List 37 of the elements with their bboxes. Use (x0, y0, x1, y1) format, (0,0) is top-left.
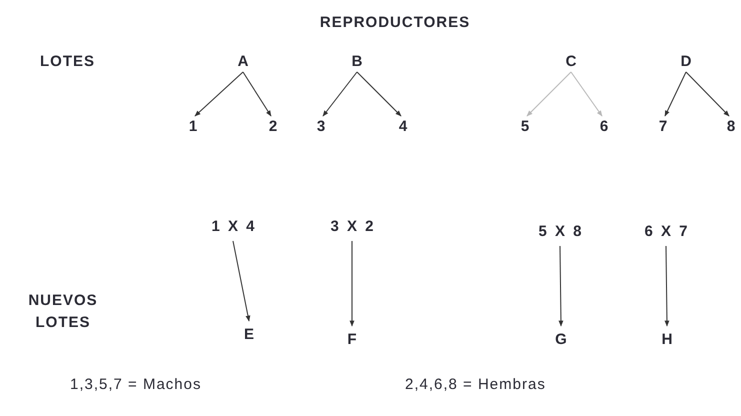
lot-label: 2 (268, 119, 278, 135)
arrow (664, 72, 686, 117)
section-heading: LOTES (40, 53, 96, 71)
legend-note: 2,4,6,8 = Hembras (405, 376, 546, 394)
arrow (686, 72, 730, 116)
lot-label: 3 (316, 119, 326, 135)
arrow (558, 246, 564, 327)
arrow (570, 72, 602, 116)
lot-label: F (347, 332, 357, 348)
lot-label: D (680, 54, 692, 70)
lot-label: C (566, 54, 576, 70)
lot-label: 6 (600, 119, 608, 135)
lot-label: 5 (520, 119, 530, 135)
arrow (356, 72, 402, 116)
arrow (194, 72, 244, 116)
lot-label: B (352, 54, 362, 70)
cross-label: 6 X 7 (644, 224, 688, 240)
cross-label: 3 X 2 (330, 219, 374, 235)
lot-label: G (555, 332, 567, 348)
arrow (322, 72, 358, 116)
legend-note: 1,3,5,7 = Machos (70, 376, 202, 394)
lot-label: 8 (726, 119, 736, 135)
arrow (526, 72, 572, 116)
arrow (664, 246, 670, 327)
arrow (350, 240, 354, 327)
arrow (242, 72, 272, 116)
section-heading: REPRODUCTORES (320, 14, 470, 32)
cross-label: 5 X 8 (538, 224, 582, 240)
lot-label: H (662, 332, 672, 348)
lot-label: 7 (658, 119, 668, 135)
lot-label: 4 (398, 119, 408, 135)
lot-label: E (244, 327, 254, 343)
lot-label: A (238, 54, 248, 70)
lot-label: 1 (188, 119, 198, 135)
section-heading: NUEVOS LOTES (27, 291, 99, 333)
arrow (232, 240, 250, 322)
cross-label: 1 X 4 (211, 219, 255, 235)
